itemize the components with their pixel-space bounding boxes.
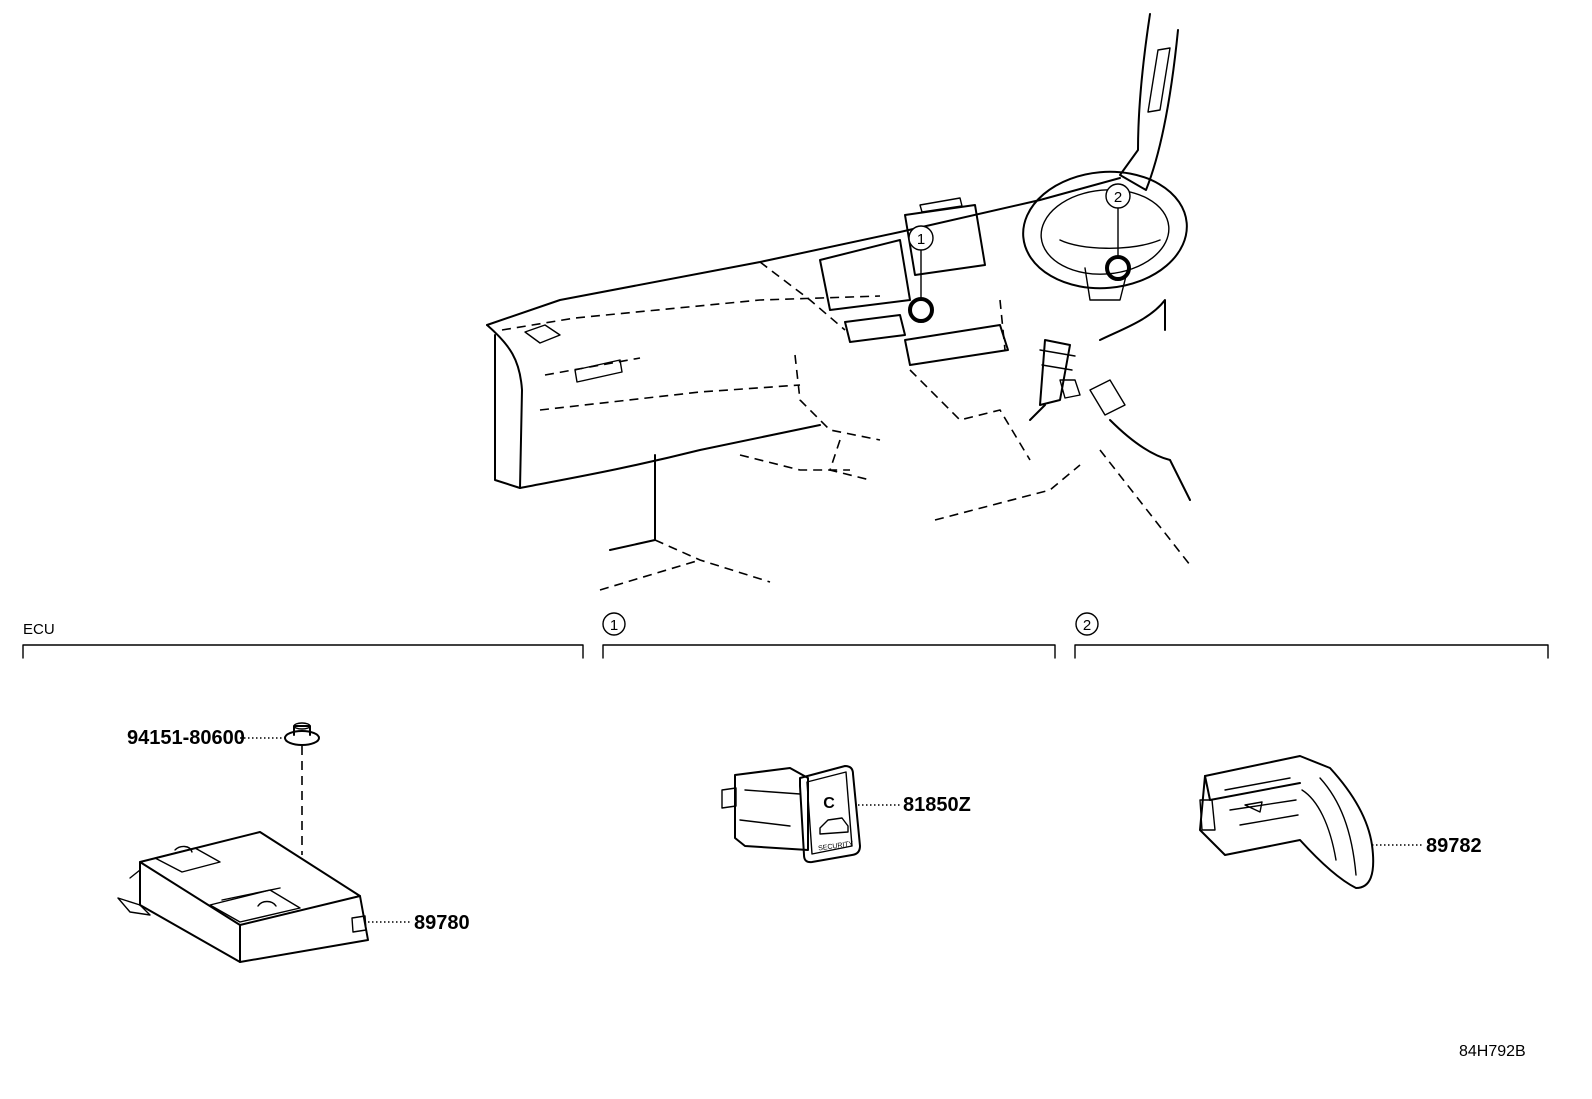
part-number-switch: 81850Z	[903, 794, 971, 816]
switch-face-text: SECURITY	[818, 841, 854, 853]
section-ecu-label: ECU	[23, 621, 55, 638]
section-2-label: 2	[1083, 617, 1091, 634]
section-1-bracket	[602, 612, 1056, 659]
bolt-icon	[284, 722, 320, 746]
diagram-reference-code: 84H792B	[1459, 1043, 1526, 1060]
callout-1-marker	[908, 225, 934, 323]
antenna-sensor-icon	[1199, 755, 1375, 889]
part-number-bolt: 94151-80600	[127, 727, 245, 749]
part-number-antenna: 89782	[1426, 835, 1482, 857]
callout-1-number: 1	[917, 231, 925, 248]
section-2-bracket	[1074, 612, 1549, 659]
dashboard-illustration	[486, 13, 1191, 591]
section-1-label: 1	[610, 617, 618, 634]
section-ecu-bracket	[22, 644, 584, 659]
callout-2-number: 2	[1114, 189, 1122, 206]
part-number-ecu: 89780	[414, 912, 470, 934]
security-switch-icon	[721, 765, 861, 864]
switch-face-letter: C	[823, 795, 835, 812]
ecu-module-icon	[117, 831, 369, 963]
callout-2-marker	[1105, 183, 1131, 281]
